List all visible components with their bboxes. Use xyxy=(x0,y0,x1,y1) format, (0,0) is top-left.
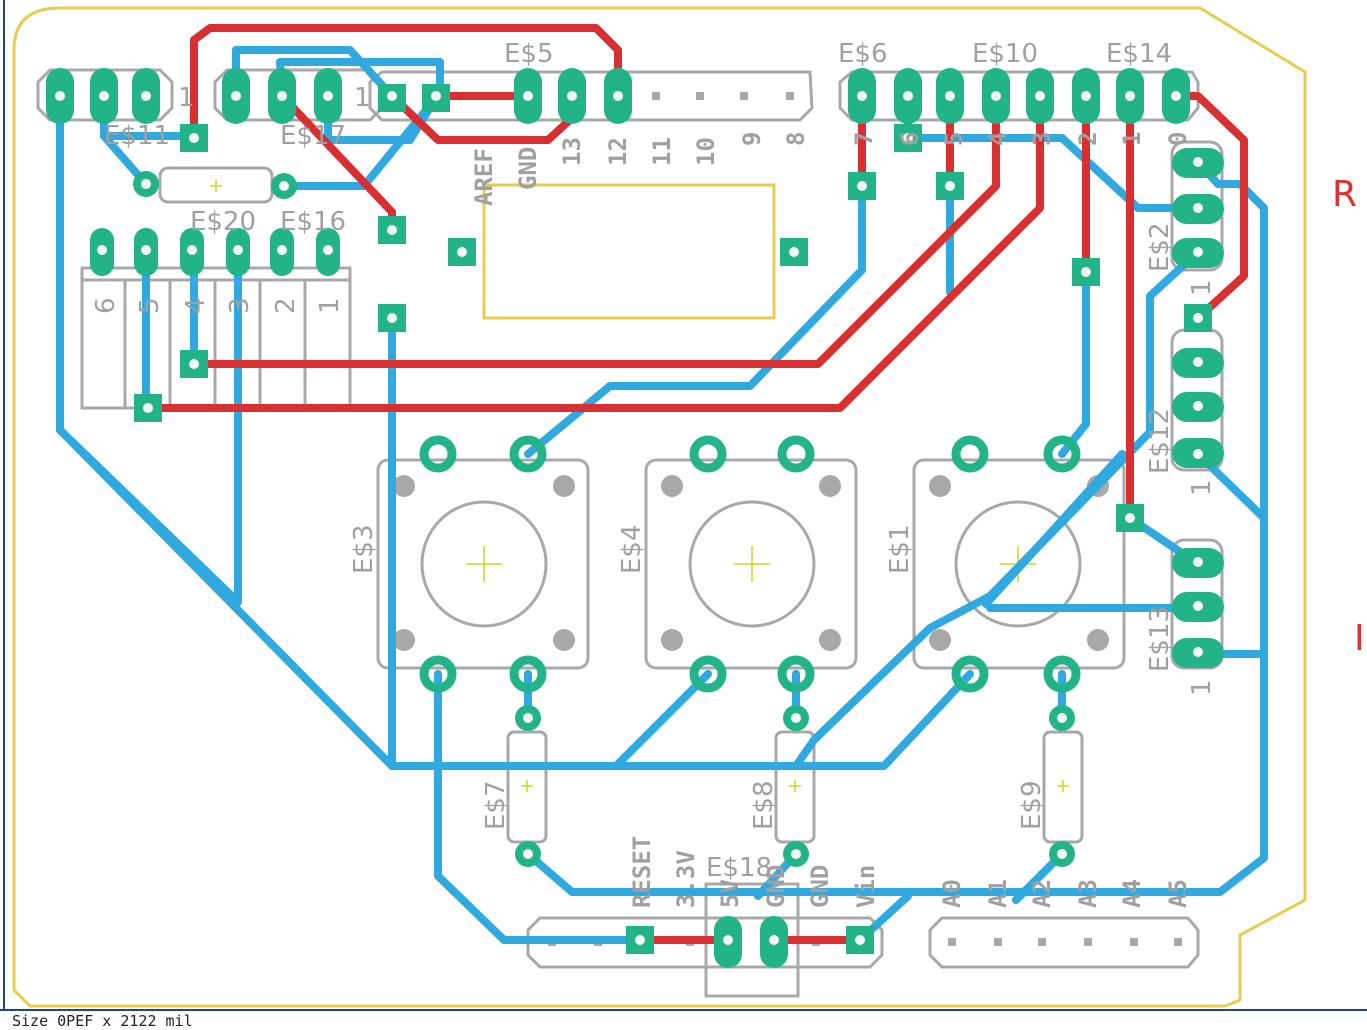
label-e1: E$1 xyxy=(885,524,915,574)
dip-2: 2 xyxy=(271,297,301,314)
edge-mark-mid: I xyxy=(1354,618,1365,659)
pin-gnd-top: GND xyxy=(514,147,542,190)
label-e18: E$18 xyxy=(706,853,772,883)
pin-10: 10 xyxy=(692,137,720,166)
pin-a5: A5 xyxy=(1164,879,1192,908)
pin-3: 3 xyxy=(1028,132,1056,146)
label-e14: E$14 xyxy=(1106,39,1172,69)
pin-12: 12 xyxy=(604,137,632,166)
pin-7: 7 xyxy=(850,132,878,146)
pin-9: 9 xyxy=(738,132,766,146)
pin-a1: A1 xyxy=(984,879,1012,908)
label-e3: E$3 xyxy=(349,524,379,574)
pin-0: 0 xyxy=(1164,132,1192,146)
pin-5: 5 xyxy=(940,132,968,146)
edge-mark-top: R xyxy=(1332,174,1357,215)
pin-3v3: 3.3V xyxy=(672,850,700,908)
pin-aref: AREF xyxy=(470,148,498,206)
dip-5: 5 xyxy=(135,297,165,314)
label-e2: E$2 xyxy=(1145,222,1175,272)
label-e7: E$7 xyxy=(481,780,511,830)
board-outline xyxy=(12,6,1307,1008)
pin-6: 6 xyxy=(896,132,924,146)
label-e5: E$5 xyxy=(504,39,554,69)
label-e4: E$4 xyxy=(617,524,647,574)
pin-gnd-2: GND xyxy=(806,865,834,908)
pin-gnd-1: GND xyxy=(762,865,790,908)
pin-11: 11 xyxy=(648,137,676,166)
label-e13: E$13 xyxy=(1145,606,1175,672)
pin-vin: Vin xyxy=(852,865,880,908)
pin-a2: A2 xyxy=(1028,879,1056,908)
label-e9: E$9 xyxy=(1017,780,1047,830)
pin-a4: A4 xyxy=(1118,879,1146,908)
pin-a3: A3 xyxy=(1074,879,1102,908)
pin-8: 8 xyxy=(782,132,810,146)
status-bar-text: Size 0PEF x 2122 mil xyxy=(12,1012,193,1030)
pin-reset: RESET xyxy=(628,836,656,908)
label-e20: E$20 xyxy=(190,207,256,237)
pin-4: 4 xyxy=(984,132,1012,146)
label-e17: E$17 xyxy=(280,121,346,151)
label-e8: E$8 xyxy=(749,780,779,830)
pin1-mark-e17: 1 xyxy=(354,83,371,113)
dip-3: 3 xyxy=(225,297,255,314)
pin1-mark-left: 1 xyxy=(178,83,195,113)
dip-4: 4 xyxy=(181,297,211,314)
label-e12: E$12 xyxy=(1145,408,1175,474)
pin-13: 13 xyxy=(558,137,586,166)
pin-1: 1 xyxy=(1118,132,1146,146)
lcd-outline xyxy=(482,183,776,320)
pin-2: 2 xyxy=(1074,132,1102,146)
pin1-mark-e2: 1 xyxy=(1187,279,1217,296)
pin-5v: 5V xyxy=(716,879,744,908)
label-e6: E$6 xyxy=(838,39,888,69)
dip-1: 1 xyxy=(315,297,345,314)
pin1-mark-e13: 1 xyxy=(1187,679,1217,696)
dip-6: 6 xyxy=(91,297,121,314)
pin-a0: A0 xyxy=(938,879,966,908)
pin1-mark-e12: 1 xyxy=(1187,479,1217,496)
label-e10: E$10 xyxy=(972,39,1038,69)
label-e16: E$16 xyxy=(280,207,346,237)
label-e11: E$11 xyxy=(104,121,170,151)
